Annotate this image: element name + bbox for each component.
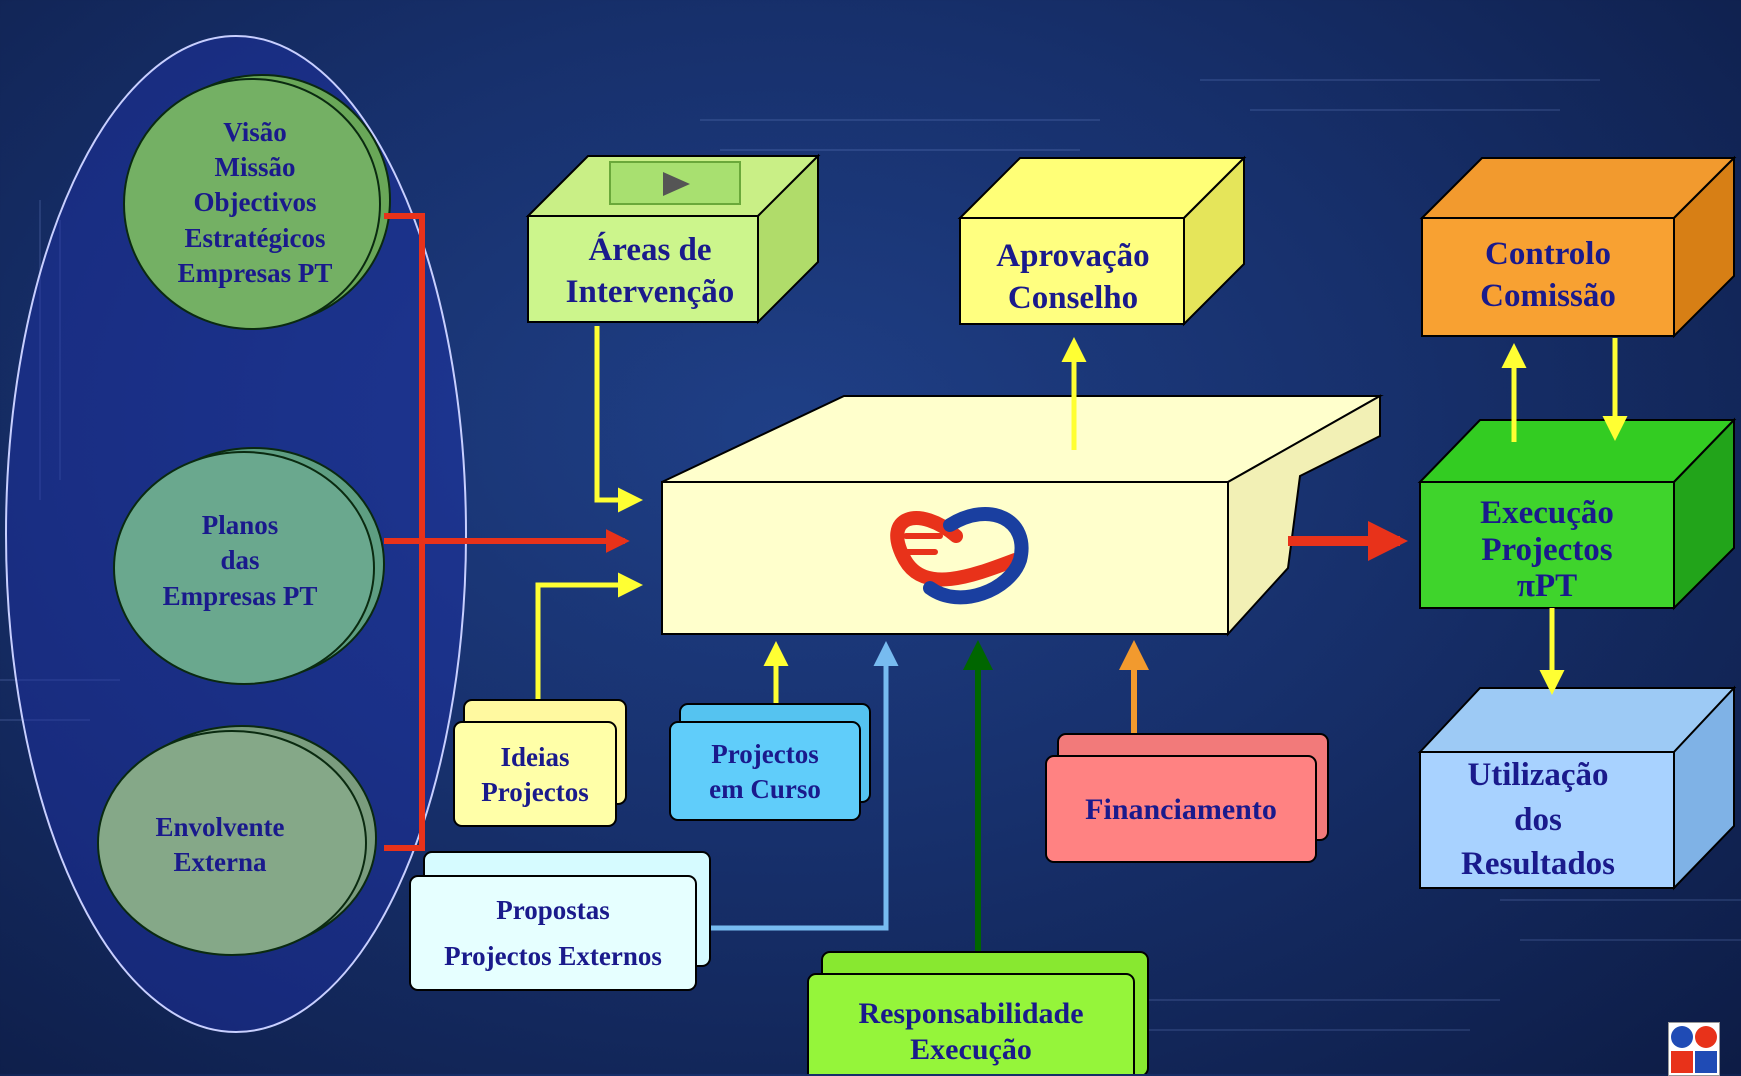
box-approval xyxy=(957,155,1247,327)
connector-left-red xyxy=(384,213,630,851)
card-funding xyxy=(1045,733,1329,863)
knot-logo-icon xyxy=(890,507,1029,605)
arrow-ideas-to-center xyxy=(535,572,643,700)
card-ongoing xyxy=(669,703,871,821)
central-platform xyxy=(661,394,1384,637)
oval-vision xyxy=(123,74,391,330)
oval-plans xyxy=(113,447,385,685)
card-proposals xyxy=(409,851,711,991)
play-icon xyxy=(663,172,690,196)
arrow-proposals-to-center xyxy=(692,641,899,931)
box-areas xyxy=(525,153,821,325)
card-responsibility xyxy=(807,951,1149,1074)
pt-logo-icon xyxy=(1668,1022,1720,1076)
box-execution xyxy=(1417,417,1737,611)
oval-external xyxy=(97,725,377,956)
arrow-areas-to-center xyxy=(594,326,643,513)
box-control xyxy=(1419,155,1737,339)
box-results xyxy=(1417,685,1737,891)
card-ideas xyxy=(453,699,627,827)
background-texture xyxy=(0,79,1741,1031)
